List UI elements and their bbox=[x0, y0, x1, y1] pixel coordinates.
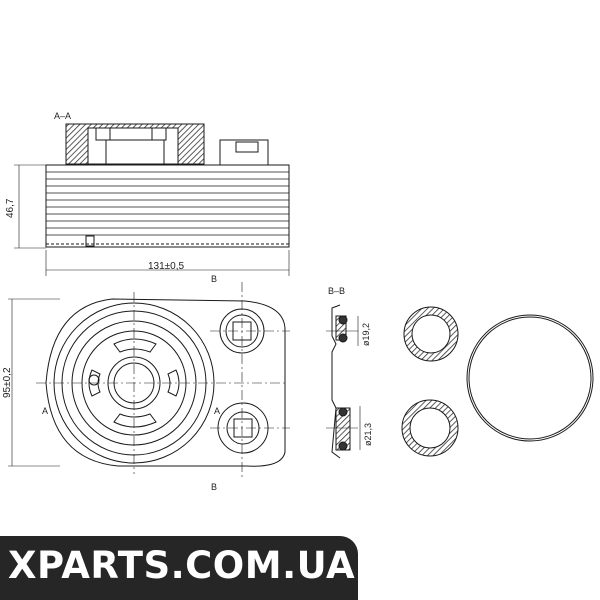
section-marker-b-top: B bbox=[211, 274, 217, 284]
section-marker-a-right: A bbox=[214, 406, 220, 416]
section-label-bb: B–B bbox=[328, 286, 345, 296]
dim-height2-label: 95±0,2 bbox=[2, 367, 13, 398]
plan-view bbox=[8, 282, 290, 478]
section-marker-a-left: A bbox=[42, 406, 48, 416]
side-view bbox=[14, 123, 290, 276]
o-ring-small-upper bbox=[403, 306, 459, 362]
dim-d2-label: ø21,3 bbox=[363, 423, 373, 446]
watermark-text: XPARTS.COM.UA bbox=[8, 544, 356, 587]
watermark-banner bbox=[0, 536, 358, 600]
dim-d1-label: ø19,2 bbox=[361, 323, 371, 346]
o-ring-small-lower bbox=[401, 399, 459, 457]
o-ring-large bbox=[466, 314, 594, 442]
section-marker-b-bottom: B bbox=[211, 482, 217, 492]
dim-height-label: 46,7 bbox=[5, 198, 16, 218]
section-bb-view bbox=[326, 304, 361, 459]
section-label-aa: A–A bbox=[54, 111, 71, 121]
dim-length-label: 131±0,5 bbox=[148, 261, 185, 272]
